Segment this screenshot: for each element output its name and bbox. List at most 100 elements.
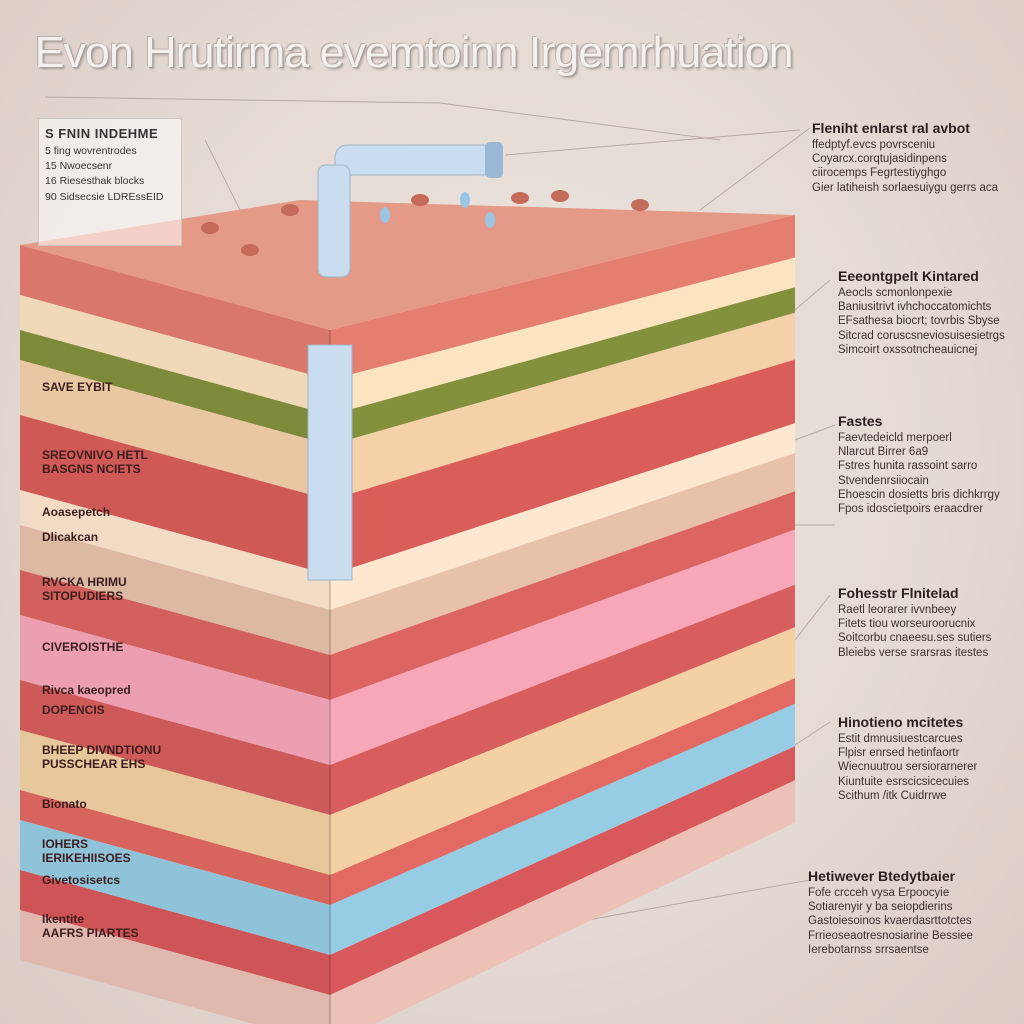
leader-line: [699, 127, 811, 211]
pipe-nozzle: [485, 142, 503, 178]
layer-label-line: BHEEP DIVNDTIONU: [42, 743, 162, 757]
leader-line: [794, 594, 831, 641]
layer-right-face: [330, 627, 795, 875]
diagram-title: Evon Hrutirma evemtoinn Irgemrhuation: [34, 28, 794, 77]
layer-right-face: [330, 529, 795, 765]
horizontal-pipe: [334, 144, 496, 176]
rock: [411, 194, 429, 206]
layer-left-face: [20, 330, 330, 445]
leader-line: [559, 879, 811, 926]
leader-line: [794, 279, 831, 311]
layer-left-face: [20, 820, 330, 955]
callout-text: Estit dmnusiuestcarcues: [838, 732, 963, 745]
legend-item: 5 fing wovrentrodes: [45, 144, 137, 157]
layer-label-line: RVCKA HRIMU: [42, 575, 127, 589]
callout-text: Soitcorbu cnaeesu.ses sutiers: [838, 632, 992, 645]
layer-right-face: [330, 491, 795, 700]
callout-text: Simcoirt oxssotncheauicnej: [838, 344, 978, 356]
layer-label-line: IOHERS: [42, 837, 89, 851]
callout-text: Frrieoseaotresnosiarine Bessiee: [808, 929, 973, 942]
layer-right-face: [330, 703, 795, 955]
callout-heading: Fastes: [838, 413, 883, 429]
callout-text: Faevtedeicld merpoerl: [838, 431, 952, 444]
callout-text: Sotiarenyir y ba seiopdierins: [808, 900, 953, 913]
layer-right-face: [330, 312, 795, 500]
layer-label-line: Bionato: [42, 797, 87, 811]
legend-box: S FNIN INDEHME 5 fing wovrentrodes 15 Nw…: [38, 118, 182, 246]
callout-text: EFsathesa biocrt; tovrbis Sbyse: [838, 315, 1000, 328]
layer-label-line: Aoasepetch: [42, 505, 111, 519]
layer-right-face: [330, 746, 795, 995]
layer-right-face: [330, 423, 795, 610]
layer-right-face: [330, 257, 795, 415]
well-casing: [307, 344, 353, 581]
callout-text: Nlarcut Birrer 6a9: [838, 445, 929, 458]
water-drop: [460, 192, 470, 208]
layer-label-line: PUSSCHEAR EHS: [42, 757, 146, 772]
layer-left-face: [20, 490, 330, 610]
water-drop: [380, 207, 390, 223]
layer-label-line: CIVEROISTHE: [42, 640, 124, 654]
vertical-pipe: [317, 164, 351, 278]
rock: [551, 190, 569, 202]
leader-line: [439, 102, 721, 141]
callout-text: Coyarcx.corqtujasidinpens: [812, 152, 947, 165]
layer-label: CIVEROISTHE: [42, 640, 123, 654]
callout-text: ciirocemps Fegrtestiyghgo: [812, 167, 947, 180]
rock: [511, 192, 529, 204]
callout-heading: Fleniht enlarst ral avbot: [812, 120, 970, 136]
callout-text: Bleiebs verse srarsras itestes: [838, 646, 989, 659]
callout-text: Gier latiheish sorlaesuiygu gerrs aca: [812, 181, 999, 194]
layer-label: Dlicakcan: [42, 530, 98, 544]
layer-label: Givetosisetcs: [42, 873, 120, 887]
layer-label-line: Givetosisetcs: [42, 873, 121, 887]
rock: [281, 204, 299, 216]
rock: [201, 222, 219, 234]
layer-label: Rivca kaeopred: [42, 683, 131, 697]
layer-label-line: SAVE EYBIT: [42, 380, 113, 394]
callout-text: Fpos idoscietpoirs eraacdrer: [838, 503, 984, 516]
layer-label-line: SREOVNIVO HETL: [42, 448, 149, 462]
layer-label-line: Dlicakcan: [42, 530, 99, 544]
layer-label: SAVE EYBIT: [42, 380, 112, 394]
layer-label: Aoasepetch: [42, 505, 110, 519]
layer-left-face: [20, 570, 330, 700]
leader-line: [794, 721, 831, 746]
layer-label-line: AAFRS PIARTES: [42, 926, 139, 941]
callout-text: Ierebotarnss srrsaentse: [808, 944, 929, 956]
legend-item: 15 Nwoecsenr: [45, 160, 113, 173]
layer-left-face: [20, 910, 330, 1024]
callout-text: Scithum /itk Cuidrrwe: [838, 790, 947, 802]
callout-text: Kiuntuite esrscicsicecuies: [838, 775, 970, 788]
layer-label-line: BASGNS NCIETS: [42, 462, 141, 477]
layer-left-face: [20, 790, 330, 905]
rock: [631, 199, 649, 211]
layer-right-face: [330, 453, 795, 655]
layer-left-face: [20, 730, 330, 875]
leader-line: [794, 424, 836, 441]
layer-right-face: [330, 678, 795, 905]
water-drop: [485, 212, 495, 228]
layer-label-line: Rivca kaeopred: [42, 683, 131, 697]
layer-left-face: [20, 245, 330, 380]
layer-left-face: [20, 680, 330, 815]
layer-label: DOPENCIS: [42, 703, 105, 717]
legend-item: 16 Riesesthak blocks: [45, 175, 145, 188]
legend-item: 90 Sidsecsie LDREssEID: [45, 190, 164, 203]
layer-right-face: [330, 584, 795, 815]
layer-left-face: [20, 870, 330, 995]
layer-right-face: [330, 287, 795, 445]
layer-label-line: DOPENCIS: [42, 703, 105, 717]
leader-line: [504, 129, 801, 156]
legend-heading: S FNIN INDEHME: [45, 126, 159, 141]
layer-label: Bionato: [42, 797, 87, 811]
